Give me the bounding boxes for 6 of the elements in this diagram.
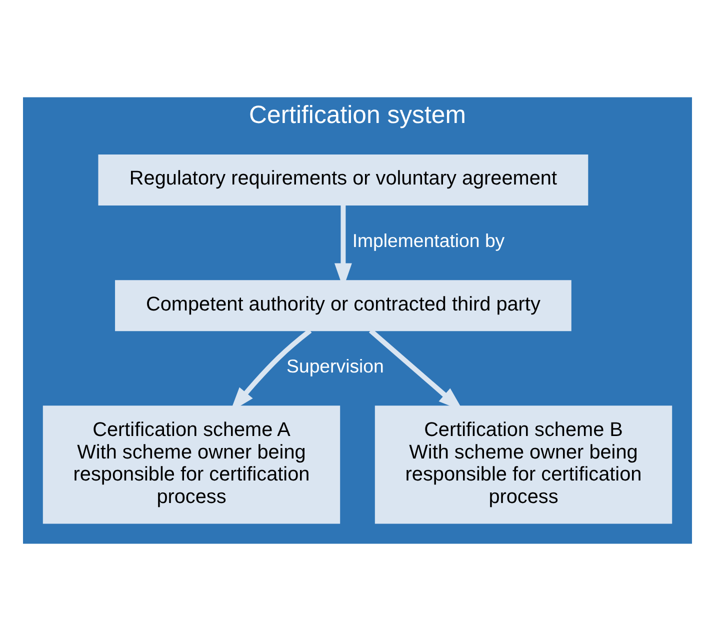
edge-label: Implementation by bbox=[352, 230, 505, 251]
node-box: Regulatory requirements or voluntary agreement bbox=[98, 154, 588, 205]
node-box: Certification scheme A With scheme owner being responsible for certification process bbox=[42, 405, 340, 524]
edge-label: Supervision bbox=[286, 355, 384, 376]
node-box: Competent authority or contracted third party bbox=[115, 280, 572, 331]
node-box: Certification scheme B With scheme owner being responsible for certification process bbox=[374, 405, 672, 524]
